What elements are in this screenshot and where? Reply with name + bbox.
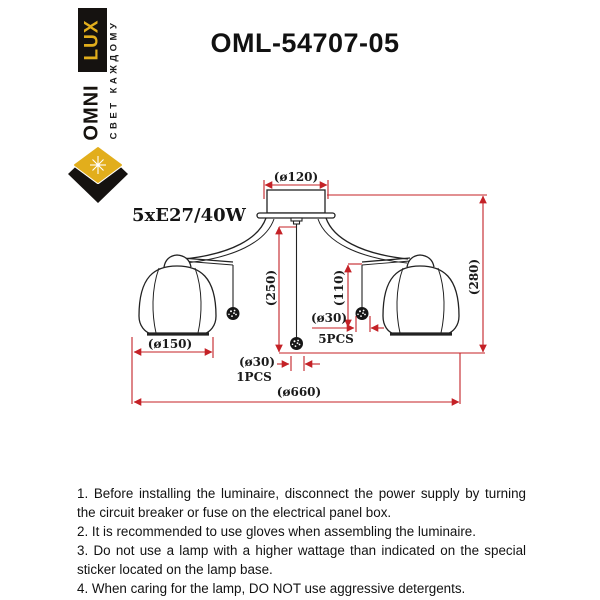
qty-label-balls-5: 5PCS [318, 332, 354, 346]
right-arm [325, 217, 409, 260]
decor-ball-right [355, 307, 369, 320]
logo-starburst [90, 156, 106, 174]
safety-instructions: 1. Before installing the luminaire, disc… [77, 484, 526, 598]
instruction-4: 4. When caring for the lamp, DO NOT use … [77, 581, 466, 596]
right-shade-dome [382, 265, 460, 335]
dim-label-ball-diameter-1: (ø30) [238, 355, 276, 369]
right-rod [361, 257, 411, 263]
right-rod-inner [361, 260, 411, 266]
model-number-title: OML-54707-05 [210, 28, 400, 58]
fixture-outline [138, 189, 460, 337]
brand-diamond-icon [68, 146, 128, 203]
canopy-flange [256, 212, 336, 219]
decor-ball-center [290, 337, 303, 350]
instruction-1: 1. Before installing the luminaire, disc… [77, 486, 526, 520]
instruction-3: 3. Do not use a lamp with a higher watta… [77, 543, 526, 577]
right-shade-cap [406, 254, 435, 268]
left-shade-seam-1 [152, 267, 160, 334]
ceiling-canopy [266, 189, 326, 214]
stem-nut [290, 217, 303, 225]
right-arm-inner [317, 218, 408, 264]
dim-label-center-drop: (250) [264, 269, 278, 307]
dim-label-ball-diameter-5: (ø30) [310, 311, 348, 325]
left-shade-dome [138, 265, 217, 335]
dim-label-shade-diameter: (ø150) [147, 337, 193, 351]
dim-label-total-width: (ø660) [276, 385, 322, 399]
right-shade-seam-1 [396, 267, 404, 334]
lamp-spec-label: 5xE27/40W [132, 205, 246, 226]
dim-label-canopy-diameter: (ø120) [273, 170, 319, 184]
dim-label-ball-drop: (110) [332, 269, 346, 307]
left-rod [181, 257, 234, 263]
decor-ball-left [226, 307, 240, 320]
qty-label-balls-1: 1PCS [236, 370, 272, 384]
left-arm-inner [184, 218, 275, 264]
left-shade-seam-2 [194, 267, 202, 334]
dimension-lines [131, 180, 487, 406]
instruction-2: 2. It is recommended to use gloves when … [77, 524, 476, 539]
dim-label-total-height: (280) [467, 258, 481, 296]
right-shade-seam-2 [437, 267, 445, 334]
left-shade-cap [163, 254, 192, 268]
logo-chevron-shape [68, 164, 128, 203]
left-rod-inner [181, 260, 234, 266]
logo-lux-box: LUX [78, 8, 107, 72]
left-arm [183, 217, 267, 260]
